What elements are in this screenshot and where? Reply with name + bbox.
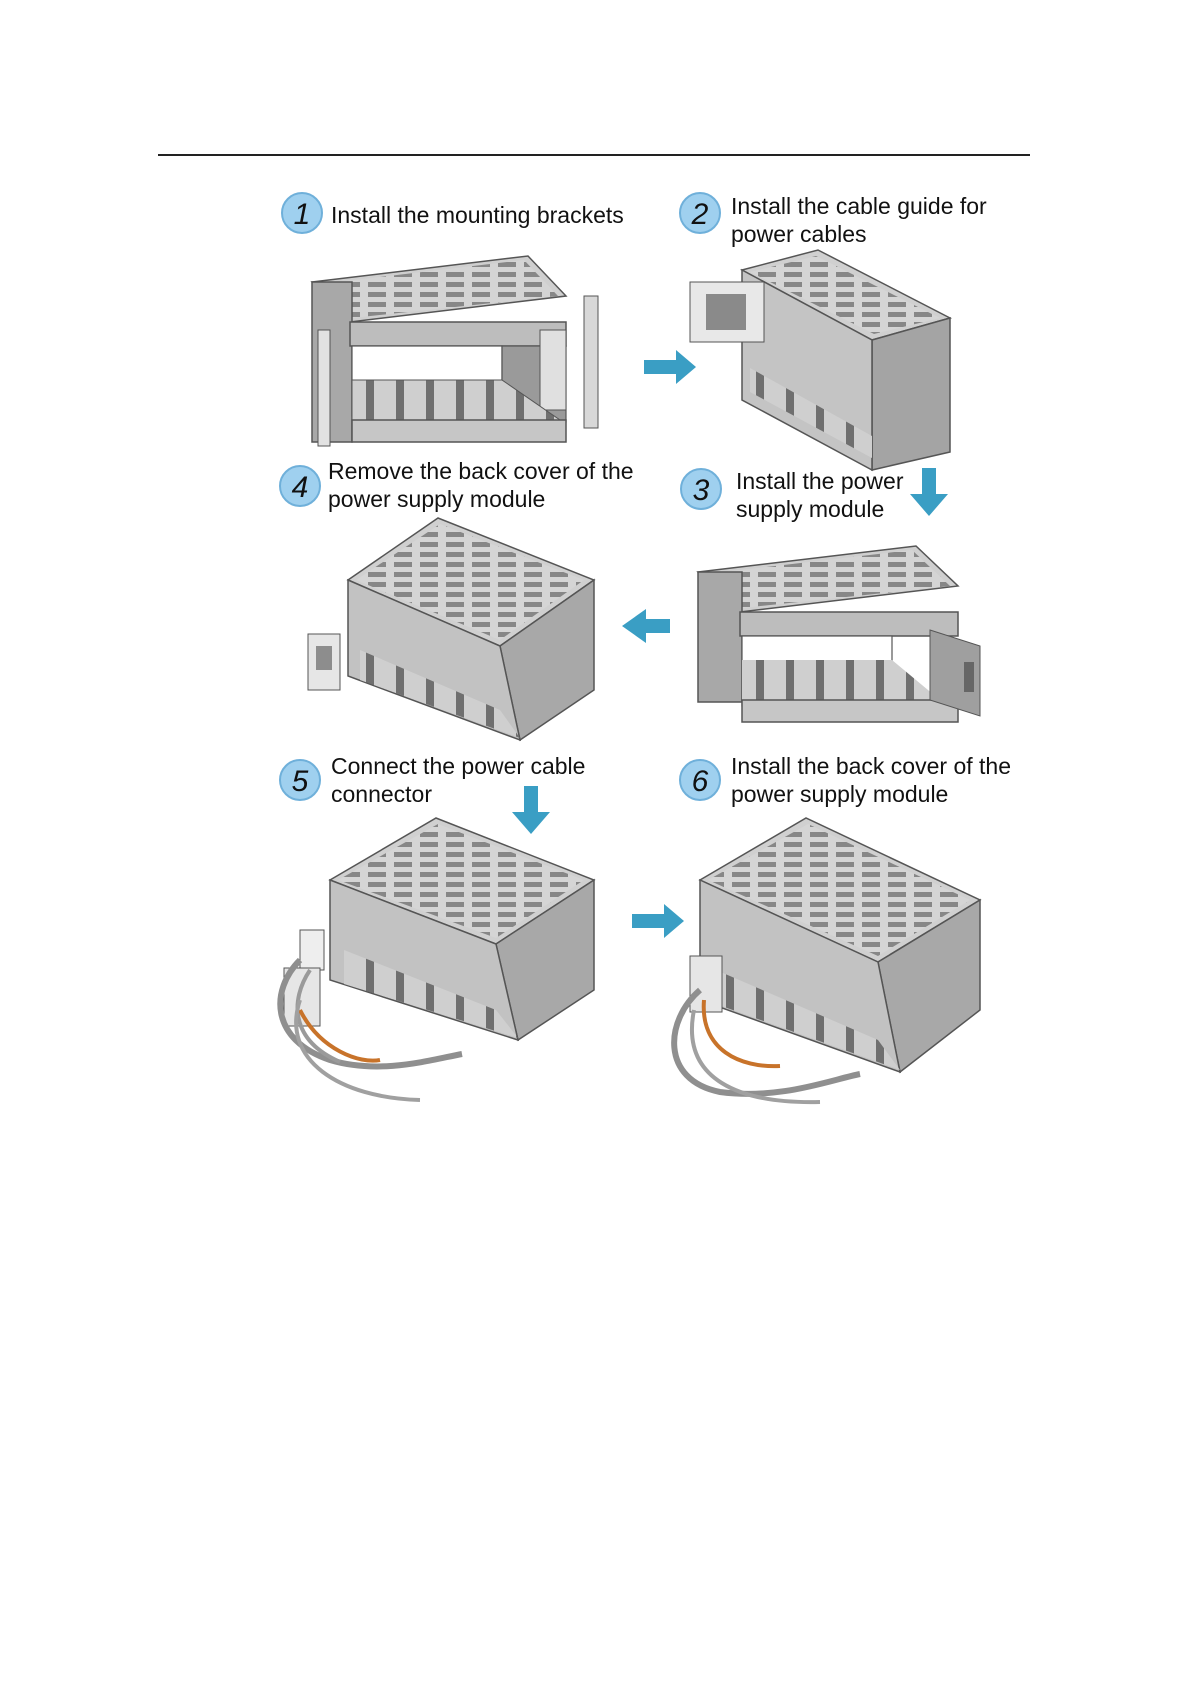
chassis-step-2 xyxy=(690,250,950,470)
step-5-line1: Connect the power cable xyxy=(331,752,585,780)
step-5-badge-icon: 5 xyxy=(278,758,322,802)
step-1-number: 1 xyxy=(294,198,311,231)
arrow-down-1-icon xyxy=(910,468,948,516)
step-5-line2: connector xyxy=(331,780,585,808)
step-4-number: 4 xyxy=(292,471,309,504)
step-1-badge-icon: 1 xyxy=(280,191,324,235)
step-6-line2: power supply module xyxy=(731,780,1011,808)
chassis-step-3 xyxy=(698,546,980,722)
step-3-line2: supply module xyxy=(736,495,903,523)
step-2-number: 2 xyxy=(691,198,709,231)
step-3-badge-icon: 3 xyxy=(679,467,723,511)
step-1-label: Install the mounting brackets xyxy=(331,201,624,229)
step-4-line2: power supply module xyxy=(328,485,634,513)
chassis-step-6 xyxy=(674,818,980,1102)
step-6-line1: Install the back cover of the xyxy=(731,752,1011,780)
step-2-line1: Install the cable guide for xyxy=(731,192,987,220)
arrow-left-1-icon xyxy=(622,609,670,643)
step-5-number: 5 xyxy=(292,765,309,798)
step-6-label: Install the back cover of the power supp… xyxy=(731,752,1011,808)
chassis-step-4 xyxy=(308,518,594,740)
step-4-label: Remove the back cover of the power suppl… xyxy=(328,457,634,513)
step-6-badge-icon: 6 xyxy=(678,758,722,802)
chassis-step-5 xyxy=(280,818,594,1100)
step-3-line1: Install the power xyxy=(736,467,903,495)
step-3-label: Install the power supply module xyxy=(736,467,903,523)
step-2-line2: power cables xyxy=(731,220,987,248)
step-2-label: Install the cable guide for power cables xyxy=(731,192,987,248)
step-2-badge-icon: 2 xyxy=(678,191,722,235)
chassis-step-1 xyxy=(312,256,598,446)
step-4-badge-icon: 4 xyxy=(278,464,322,508)
step-6-number: 6 xyxy=(692,765,709,798)
arrow-right-2-icon xyxy=(632,904,684,938)
header-rule xyxy=(158,154,1030,156)
step-5-label: Connect the power cable connector xyxy=(331,752,585,808)
step-1-line1: Install the mounting brackets xyxy=(331,201,624,229)
step-3-number: 3 xyxy=(693,474,710,507)
arrow-right-1-icon xyxy=(644,350,696,384)
step-4-line1: Remove the back cover of the xyxy=(328,457,634,485)
